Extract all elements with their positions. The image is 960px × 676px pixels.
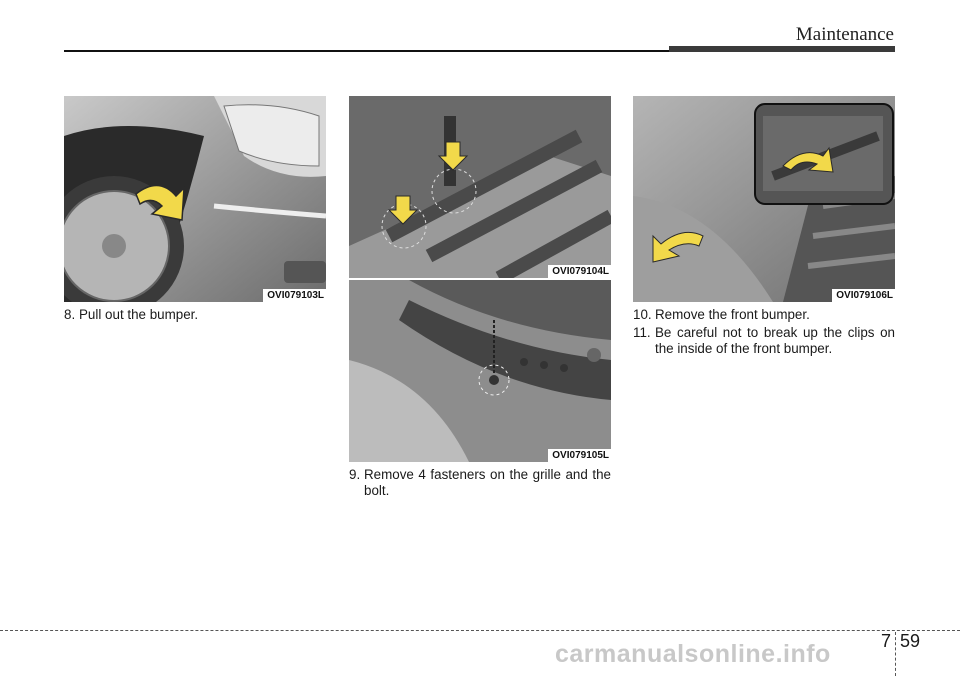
curved-arrow-icon	[782, 146, 834, 173]
footer-rule	[0, 630, 960, 631]
step-text: Be careful not to break up the clips on …	[655, 325, 895, 356]
step-8: 8. Pull out the bumper.	[64, 307, 326, 323]
step-text: Remove 4 fasteners on the grille and the…	[364, 467, 611, 498]
header-rule-accent	[669, 46, 895, 52]
figure-grille-fasteners-illustration	[349, 96, 611, 278]
figure-grille-bolt: OVI079105L	[349, 280, 611, 462]
figure-grille-bolt-illustration	[349, 280, 611, 462]
step-9: 9. Remove 4 fasteners on the grille and …	[349, 467, 611, 499]
page-header-title: Maintenance	[795, 24, 894, 45]
figure-grille-fasteners: OVI079104L	[349, 96, 611, 278]
step-text: Remove the front bumper.	[655, 307, 810, 322]
step-number: 10.	[633, 307, 652, 322]
down-arrow-icon	[437, 141, 469, 171]
figure-remove-bumper: OVI079106L	[633, 96, 895, 302]
step-number: 9.	[349, 467, 361, 482]
arrow-icon	[135, 184, 185, 221]
figure-code: OVI079103L	[263, 289, 326, 302]
step-10: 10. Remove the front bumper.	[633, 307, 895, 323]
step-number: 8.	[64, 307, 76, 322]
curved-arrow-icon	[652, 231, 704, 263]
step-text: Pull out the bumper.	[79, 307, 199, 322]
chapter-number: 7	[881, 631, 892, 651]
footer-separator	[895, 632, 896, 676]
figure-pull-bumper: OVI079103L	[64, 96, 326, 302]
figure-code: OVI079105L	[548, 449, 611, 462]
figure-code: OVI079106L	[832, 289, 895, 302]
down-arrow-icon	[387, 195, 419, 225]
page-number: 59	[900, 631, 921, 651]
figure-pull-bumper-illustration	[64, 96, 326, 302]
figure-remove-bumper-illustration	[633, 96, 895, 302]
step-11: 11. Be careful not to break up the clips…	[633, 325, 895, 357]
step-number: 11.	[633, 325, 651, 340]
figure-code: OVI079104L	[548, 265, 611, 278]
watermark: carmanualsonline.info	[555, 640, 831, 668]
header-rule	[64, 50, 669, 52]
